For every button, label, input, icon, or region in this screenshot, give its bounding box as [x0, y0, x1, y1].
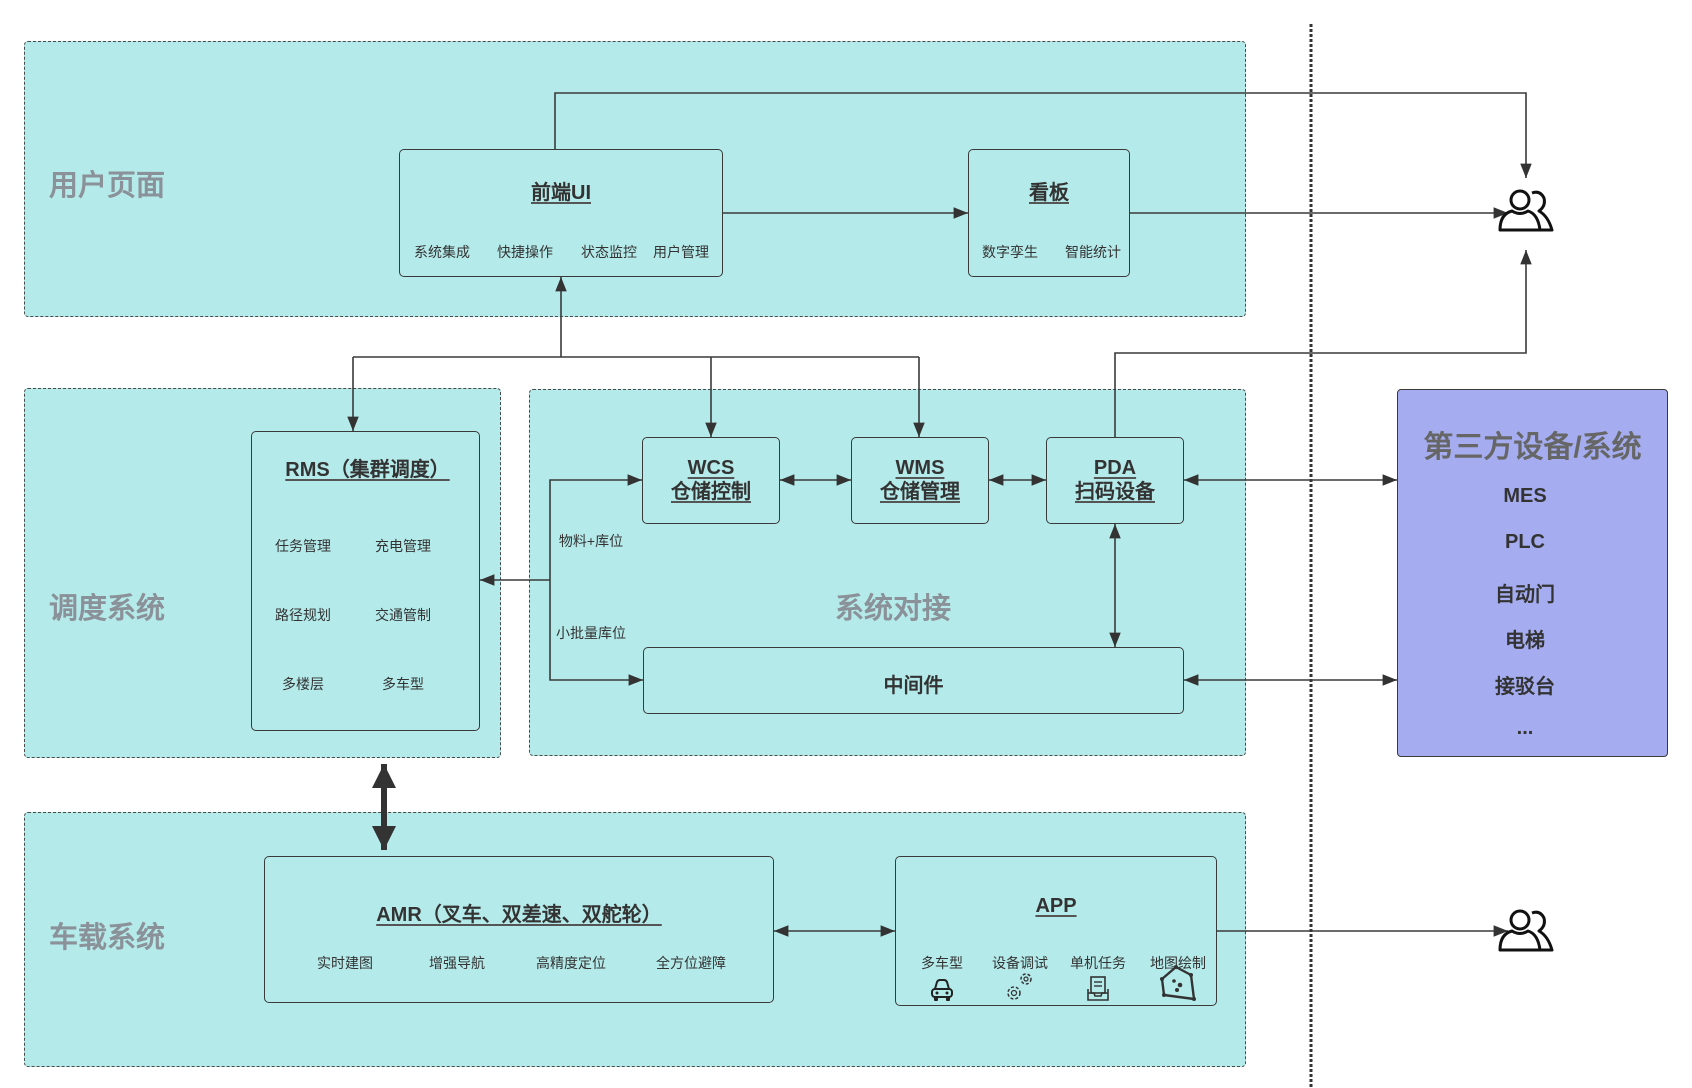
app-item-label: 地图绘制	[1150, 955, 1206, 971]
frontend-item: 用户管理	[653, 244, 709, 260]
app-item-label: 多车型	[921, 955, 963, 971]
amr-title: AMR（叉车、双差速、双舵轮）	[376, 904, 662, 926]
wire-frontend-to-users	[554, 92, 1532, 178]
amr-box[interactable]: AMR（叉车、双差速、双舵轮） 实时建图 增强导航 高精度定位 全方位避障	[264, 856, 774, 1003]
third-party-item: 接驳台	[1495, 676, 1555, 698]
third-party-item: PLC	[1505, 531, 1545, 553]
rms-item: 充电管理	[375, 538, 431, 554]
third-party-box[interactable]: 第三方设备/系统 MES PLC 自动门 电梯 接驳台 ...	[1397, 389, 1668, 757]
app-item-label: 设备调试	[992, 955, 1048, 971]
rms-item: 任务管理	[275, 538, 331, 554]
rms-box[interactable]: RMS（集群调度） 任务管理 充电管理 路径规划 交通管制 多楼层 多车型	[251, 431, 480, 731]
rms-item: 多车型	[382, 676, 424, 692]
wire-pda-to-users	[1114, 249, 1532, 437]
kanban-item: 智能统计	[1065, 244, 1121, 260]
map-polygon-icon	[1160, 965, 1196, 1001]
wire-branch-middleware	[549, 580, 643, 686]
middleware-box[interactable]: 中间件	[643, 647, 1184, 714]
app-box[interactable]: APP 多车型 设备调试 单机任务 地图绘制	[895, 856, 1217, 1006]
third-party-item: MES	[1503, 485, 1547, 507]
rms-title: RMS（集群调度）	[285, 459, 450, 481]
section-label-user-page: 用户页面	[49, 170, 166, 202]
amr-item: 全方位避障	[656, 955, 726, 971]
third-party-title: 第三方设备/系统	[1423, 431, 1642, 464]
users-icon	[1498, 909, 1554, 952]
wire-branch-wcs	[549, 474, 642, 580]
kanban-item: 数字孪生	[982, 244, 1038, 260]
frontend-ui-box[interactable]: 前端UI 系统集成 快捷操作 状态监控 用户管理	[399, 149, 723, 277]
users-icon	[1498, 189, 1554, 232]
third-party-item: 自动门	[1495, 584, 1555, 606]
amr-item: 增强导航	[429, 955, 485, 971]
frontend-item: 状态监控	[581, 244, 637, 260]
section-label-docking: 系统对接	[835, 593, 952, 625]
frontend-item: 快捷操作	[497, 244, 553, 260]
rms-item: 多楼层	[282, 676, 324, 692]
rms-item: 交通管制	[375, 607, 431, 623]
edge-label-material-location: 物料+库位	[558, 533, 624, 549]
third-party-item: ...	[1516, 717, 1534, 739]
kanban-box[interactable]: 看板 数字孪生 智能统计	[968, 149, 1130, 277]
third-party-item: 电梯	[1505, 630, 1545, 652]
kanban-title: 看板	[1029, 182, 1069, 204]
frontend-ui-title: 前端UI	[531, 182, 591, 204]
frontend-item: 系统集成	[414, 244, 470, 260]
section-label-vehicle: 车载系统	[49, 922, 166, 954]
edge-label-small-batch-location: 小批量库位	[556, 625, 626, 641]
car-icon	[931, 979, 953, 1001]
rms-item: 路径规划	[275, 607, 331, 623]
app-item-label: 单机任务	[1070, 955, 1126, 971]
middleware-title: 中间件	[883, 675, 944, 697]
task-tray-icon	[1087, 976, 1109, 1001]
amr-item: 高精度定位	[536, 955, 606, 971]
app-title: APP	[1035, 895, 1077, 917]
gears-icon	[1007, 973, 1032, 1000]
amr-item: 实时建图	[317, 955, 373, 971]
section-label-scheduling: 调度系统	[49, 593, 166, 625]
